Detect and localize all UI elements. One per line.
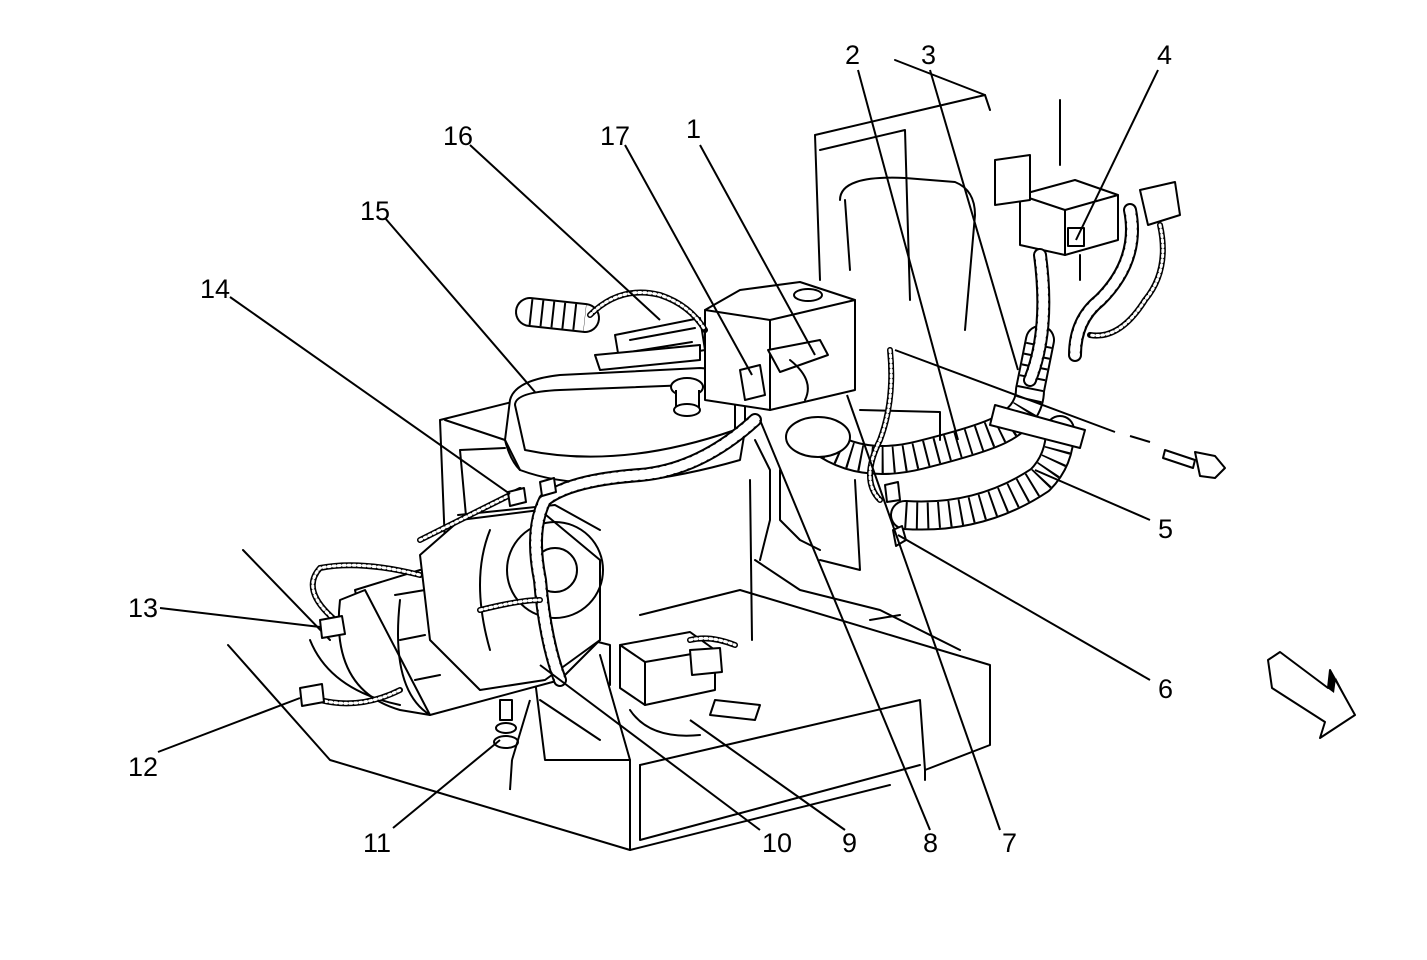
callout-12: 12 bbox=[128, 752, 158, 782]
relay-connector bbox=[994, 154, 1181, 387]
fasteners bbox=[493, 349, 1226, 791]
control-module bbox=[704, 281, 856, 411]
callout-10: 10 bbox=[762, 828, 792, 858]
corrugated-hoses bbox=[785, 325, 1086, 531]
leader-lines bbox=[157, 69, 1159, 831]
lower-module bbox=[619, 631, 761, 737]
callout-16: 16 bbox=[443, 121, 473, 151]
upper-left-connector bbox=[515, 297, 706, 371]
callout-4: 4 bbox=[1157, 40, 1172, 70]
callout-3: 3 bbox=[921, 40, 936, 70]
callout-9: 9 bbox=[842, 828, 857, 858]
callout-5: 5 bbox=[1158, 514, 1173, 544]
forward-direction-arrow-icon bbox=[1267, 651, 1356, 739]
small-connectors bbox=[299, 477, 557, 707]
background-panels bbox=[227, 59, 1061, 851]
callout-8: 8 bbox=[923, 828, 938, 858]
callout-15: 15 bbox=[360, 196, 390, 226]
callout-11: 11 bbox=[363, 828, 391, 858]
callout-6: 6 bbox=[1158, 674, 1173, 704]
callout-17: 17 bbox=[600, 121, 630, 151]
callout-labels: 1 2 3 4 5 6 7 8 9 10 11 12 13 14 15 16 1… bbox=[128, 40, 1173, 858]
callout-13: 13 bbox=[128, 593, 158, 623]
callout-14: 14 bbox=[200, 274, 230, 304]
callout-7: 7 bbox=[1002, 828, 1017, 858]
callout-1: 1 bbox=[686, 114, 701, 144]
callout-2: 2 bbox=[845, 40, 860, 70]
